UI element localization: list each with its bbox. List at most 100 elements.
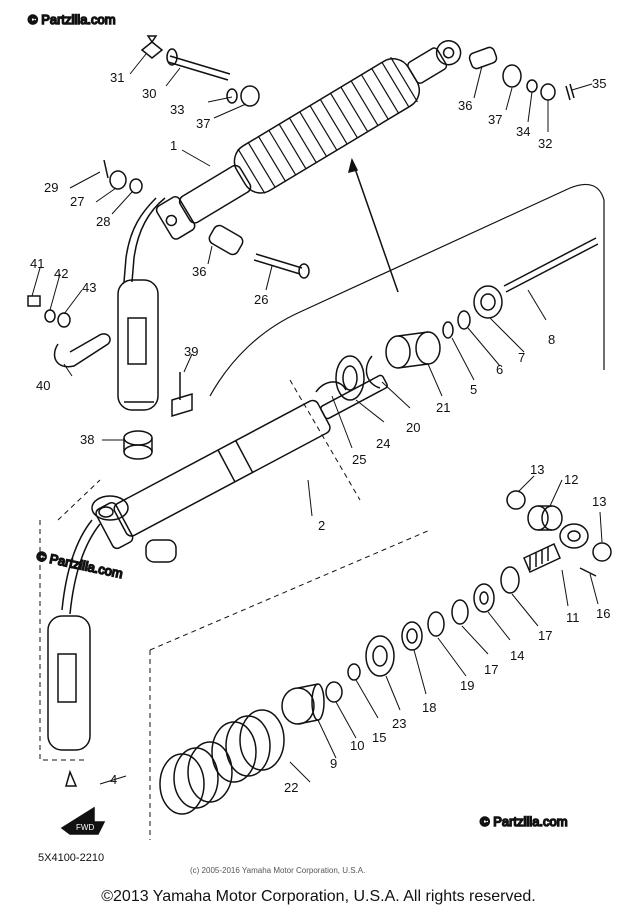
callout-12: 12: [564, 472, 578, 487]
part-36-sleeve-top: [468, 46, 498, 70]
shock-body-part-2: [47, 374, 388, 787]
callout-21: 21: [436, 400, 450, 415]
part-23-spring-seat: [365, 635, 395, 677]
shock-absorber-exploded-diagram: © Partzilla.com © Partzilla.com © Partzi…: [27, 11, 612, 840]
callout-10: 10: [350, 738, 364, 753]
part-28-washer: [129, 178, 143, 194]
diagram-part-code: 5X4100-2210: [38, 852, 105, 864]
callout-9: 9: [330, 756, 337, 771]
part-34-washer: [526, 79, 538, 93]
callout-43: 43: [82, 280, 96, 295]
callout-15: 15: [372, 730, 386, 745]
callout-35: 35: [592, 76, 606, 91]
callout-19: 19: [460, 678, 474, 693]
callout-31: 31: [110, 70, 124, 85]
callout-5: 5: [470, 382, 477, 397]
part-40-clamp: [53, 333, 111, 368]
callout-1: 1: [170, 138, 177, 153]
callout-36-top: 36: [458, 98, 472, 113]
part-22-spring: [159, 709, 285, 815]
part-37-collar-right: [502, 64, 522, 88]
part-39-bracket: [171, 372, 193, 418]
part-33-washer: [226, 88, 238, 104]
callout-23: 23: [392, 716, 406, 731]
callout-36-middle: 36: [192, 264, 206, 279]
callout-37-right: 37: [488, 112, 502, 127]
fwd-label: FWD: [76, 823, 94, 832]
callout-11: 11: [566, 610, 580, 625]
callout-37-left: 37: [196, 116, 210, 131]
part-29-cotter-pin: [103, 159, 109, 179]
part-13-collar-left: [506, 490, 526, 510]
inner-copyright-notice: (c) 2005-2016 Yamaha Motor Corporation, …: [190, 866, 366, 875]
callout-27: 27: [70, 194, 84, 209]
callout-20: 20: [406, 420, 420, 435]
part-12-bushing: [527, 505, 563, 531]
copyright-notice: ©2013 Yamaha Motor Corporation, U.S.A. A…: [101, 888, 536, 905]
part-37-collar: [240, 85, 260, 107]
callout-17-right: 17: [538, 628, 552, 643]
part-8-rod: [503, 237, 599, 293]
fwd-arrow-icon: FWD: [60, 806, 106, 835]
watermark-top: © Partzilla.com: [28, 12, 116, 27]
part-38-cap: [123, 430, 153, 460]
part-25-circlip: [315, 381, 347, 393]
callout-13-left: 13: [530, 462, 544, 477]
callout-16: 16: [596, 606, 610, 621]
part-35-cotter-pin: [565, 83, 575, 101]
callout-34: 34: [516, 124, 530, 139]
part-17-ring-right: [500, 566, 520, 594]
callout-17-left: 17: [484, 662, 498, 677]
callout-26: 26: [254, 292, 268, 307]
callout-4: 4: [110, 772, 117, 787]
part-41-bolt: [27, 295, 41, 307]
callout-38: 38: [80, 432, 94, 447]
callout-40: 40: [36, 378, 50, 393]
part-13-collar-right: [592, 542, 612, 562]
callout-41: 41: [30, 256, 44, 271]
callout-32: 32: [538, 136, 552, 151]
watermark-bottom: © Partzilla.com: [480, 814, 568, 829]
callout-14: 14: [510, 648, 524, 663]
leader-lines: [31, 53, 603, 785]
shock-assembly-top: [117, 39, 462, 411]
callout-24: 24: [376, 436, 390, 451]
callout-18: 18: [422, 700, 436, 715]
callout-25: 25: [352, 452, 366, 467]
part-14-locknut: [473, 583, 495, 613]
callout-2: 2: [318, 518, 325, 533]
part-16-pin: [579, 567, 597, 577]
callout-13-right: 13: [592, 494, 606, 509]
part-5-washer: [442, 321, 454, 339]
part-19-washer: [427, 611, 445, 637]
callout-42: 42: [54, 266, 68, 281]
part-17-ring-left: [451, 599, 469, 625]
part-26-bolt: [253, 253, 310, 279]
part-27-nut: [109, 170, 127, 190]
part-31-fitting: [140, 35, 164, 59]
callout-28: 28: [96, 214, 110, 229]
callouts: 1 2 4 5 6 7 8 9 10 11 12 13 13 14 15 16 …: [30, 70, 610, 795]
part-43-washer: [57, 312, 71, 328]
part-15-nut: [347, 663, 361, 681]
part-11-rod-end: [523, 523, 589, 574]
part-42-washer: [44, 309, 56, 323]
assembly-arrow: [351, 159, 399, 293]
callout-7: 7: [518, 350, 525, 365]
part-30-bolt: [166, 48, 231, 81]
part-24-seat: [335, 355, 365, 401]
part-21-bushing: [385, 331, 441, 369]
callout-30: 30: [142, 86, 156, 101]
callout-22: 22: [284, 780, 298, 795]
part-10-washer: [325, 681, 343, 703]
callout-29: 29: [44, 180, 58, 195]
part-20-ring: [365, 355, 381, 389]
part-36-sleeve-middle: [208, 224, 244, 256]
part-18-adjuster: [401, 621, 423, 651]
callout-8: 8: [548, 332, 555, 347]
callout-39: 39: [184, 344, 198, 359]
part-7-cap: [473, 285, 503, 319]
part-6-ring: [457, 310, 471, 330]
callout-33: 33: [170, 102, 184, 117]
part-32-nut: [540, 83, 556, 101]
